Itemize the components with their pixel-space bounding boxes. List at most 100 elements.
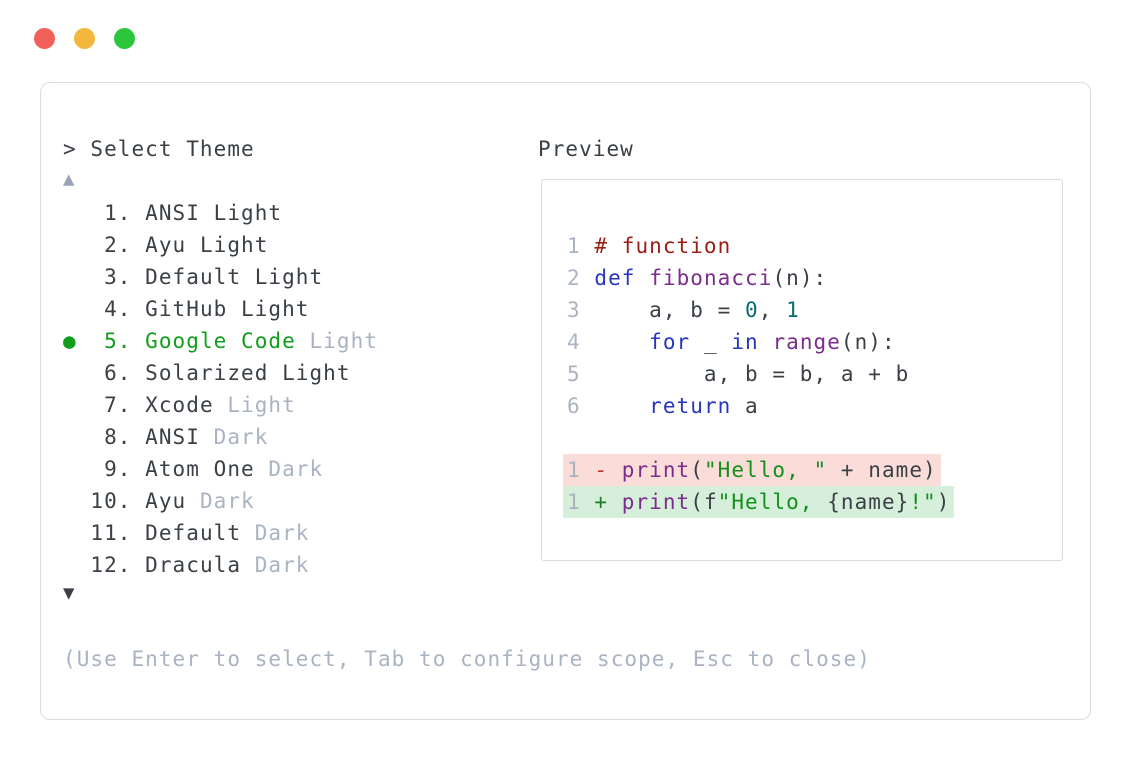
- theme-list-item[interactable]: 1. ANSI Light: [63, 197, 378, 229]
- item-name: Default Light: [145, 265, 324, 289]
- code-token: (: [690, 458, 704, 482]
- code-token: for: [649, 330, 691, 354]
- diff-line-added: 1 + print(f"Hello, {name}!"): [563, 486, 955, 518]
- marker-spacer: [63, 201, 90, 225]
- marker-spacer: [63, 553, 90, 577]
- marker-spacer: [63, 233, 90, 257]
- code-token: ,: [758, 298, 787, 322]
- code-token: + name): [827, 458, 937, 482]
- code-token: {name}: [827, 490, 910, 514]
- code-token: 1: [786, 298, 800, 322]
- line-number: 6: [567, 394, 595, 418]
- item-variant: Light: [295, 329, 378, 353]
- theme-list-item[interactable]: 6. Solarized Light: [63, 357, 378, 389]
- diff-sign: +: [594, 490, 622, 514]
- marker-spacer: [63, 457, 90, 481]
- code-token: [759, 330, 773, 354]
- code-token: # function: [594, 234, 732, 258]
- theme-list-item[interactable]: 12. Dracula Dark: [63, 549, 378, 581]
- marker-spacer: [63, 521, 90, 545]
- diff-line-removed: 1 - print("Hello, " + name): [563, 454, 954, 486]
- code-line: 4 for _ in range(n):: [567, 326, 954, 358]
- theme-list-item[interactable]: ● 5. Google Code Light: [63, 325, 378, 357]
- item-variant: Light: [213, 393, 296, 417]
- item-name: Dracula: [145, 553, 242, 577]
- code-line: 1 # function: [567, 230, 954, 262]
- item-number: 3.: [90, 265, 146, 289]
- theme-list-item[interactable]: 2. Ayu Light: [63, 229, 378, 261]
- minimize-button[interactable]: [74, 28, 95, 49]
- theme-list-item[interactable]: 4. GitHub Light: [63, 293, 378, 325]
- theme-list-item[interactable]: 8. ANSI Dark: [63, 421, 378, 453]
- item-name: GitHub Light: [145, 297, 310, 321]
- item-name: ANSI: [145, 425, 200, 449]
- item-number: 5.: [90, 329, 146, 353]
- item-name: Xcode: [145, 393, 214, 417]
- code-token: print: [621, 458, 691, 482]
- theme-prompt: > Select Theme: [63, 137, 255, 161]
- item-variant: Dark: [199, 425, 269, 449]
- selected-dot-icon: ●: [63, 329, 91, 353]
- close-button[interactable]: [34, 28, 55, 49]
- item-number: 1.: [90, 201, 146, 225]
- item-name: Default: [145, 521, 242, 545]
- scroll-down-icon[interactable]: ▼: [63, 582, 76, 604]
- code-token: "Hello,: [717, 490, 828, 514]
- code-token: (f: [690, 490, 718, 514]
- diff-highlight: 1 + print(f"Hello, {name}!"): [563, 486, 955, 518]
- code-line: 6 return a: [567, 390, 954, 422]
- theme-list-item[interactable]: 9. Atom One Dark: [63, 453, 378, 485]
- code-token: print: [621, 490, 691, 514]
- marker-spacer: [63, 425, 90, 449]
- theme-list-item[interactable]: 3. Default Light: [63, 261, 378, 293]
- code-line: 2 def fibonacci(n):: [567, 262, 954, 294]
- item-name: Solarized Light: [145, 361, 351, 385]
- line-number: 2: [567, 266, 595, 290]
- code-token: ): [936, 490, 951, 514]
- line-number: 1: [567, 458, 595, 482]
- code-token: (n):: [840, 330, 896, 354]
- code-token: a: [731, 394, 759, 418]
- code-token: (n):: [772, 266, 828, 290]
- item-variant: Dark: [241, 553, 310, 577]
- marker-spacer: [63, 361, 90, 385]
- item-number: 2.: [90, 233, 146, 257]
- item-number: 6.: [90, 361, 146, 385]
- maximize-button[interactable]: [114, 28, 135, 49]
- code-token: fibonacci: [649, 266, 773, 290]
- code-token: range: [772, 330, 841, 354]
- item-name: Ayu: [145, 489, 187, 513]
- code-token: "Hello, ": [703, 458, 828, 482]
- theme-list-item[interactable]: 7. Xcode Light: [63, 389, 378, 421]
- line-number: 3: [567, 298, 595, 322]
- blank-line: [567, 422, 954, 454]
- item-number: 12.: [90, 553, 146, 577]
- marker-spacer: [63, 297, 90, 321]
- code-line: 3 a, b = 0, 1: [567, 294, 954, 326]
- theme-picker-dialog: > Select Theme Preview ▲ 1. ANSI Light 2…: [40, 82, 1091, 720]
- item-variant: Dark: [241, 521, 310, 545]
- code-token: 0: [745, 298, 759, 322]
- marker-spacer: [63, 489, 90, 513]
- item-number: 4.: [90, 297, 146, 321]
- line-number: 1: [567, 490, 595, 514]
- item-name: Atom One: [145, 457, 255, 481]
- code-token: a, b =: [594, 298, 746, 322]
- item-name: Ayu Light: [145, 233, 269, 257]
- code-token: in: [731, 330, 759, 354]
- diff-sign: -: [594, 458, 622, 482]
- item-name: Google Code: [145, 329, 296, 353]
- line-number: 1: [567, 234, 595, 258]
- code-token: def: [594, 266, 636, 290]
- code-token: [594, 330, 649, 354]
- marker-spacer: [63, 265, 90, 289]
- scroll-up-icon[interactable]: ▲: [63, 168, 76, 190]
- code-line: 5 a, b = b, a + b: [567, 358, 954, 390]
- theme-list-item[interactable]: 10. Ayu Dark: [63, 485, 378, 517]
- code-token: [594, 394, 649, 418]
- footer-hint: (Use Enter to select, Tab to configure s…: [63, 647, 871, 671]
- theme-list-item[interactable]: 11. Default Dark: [63, 517, 378, 549]
- item-number: 8.: [90, 425, 146, 449]
